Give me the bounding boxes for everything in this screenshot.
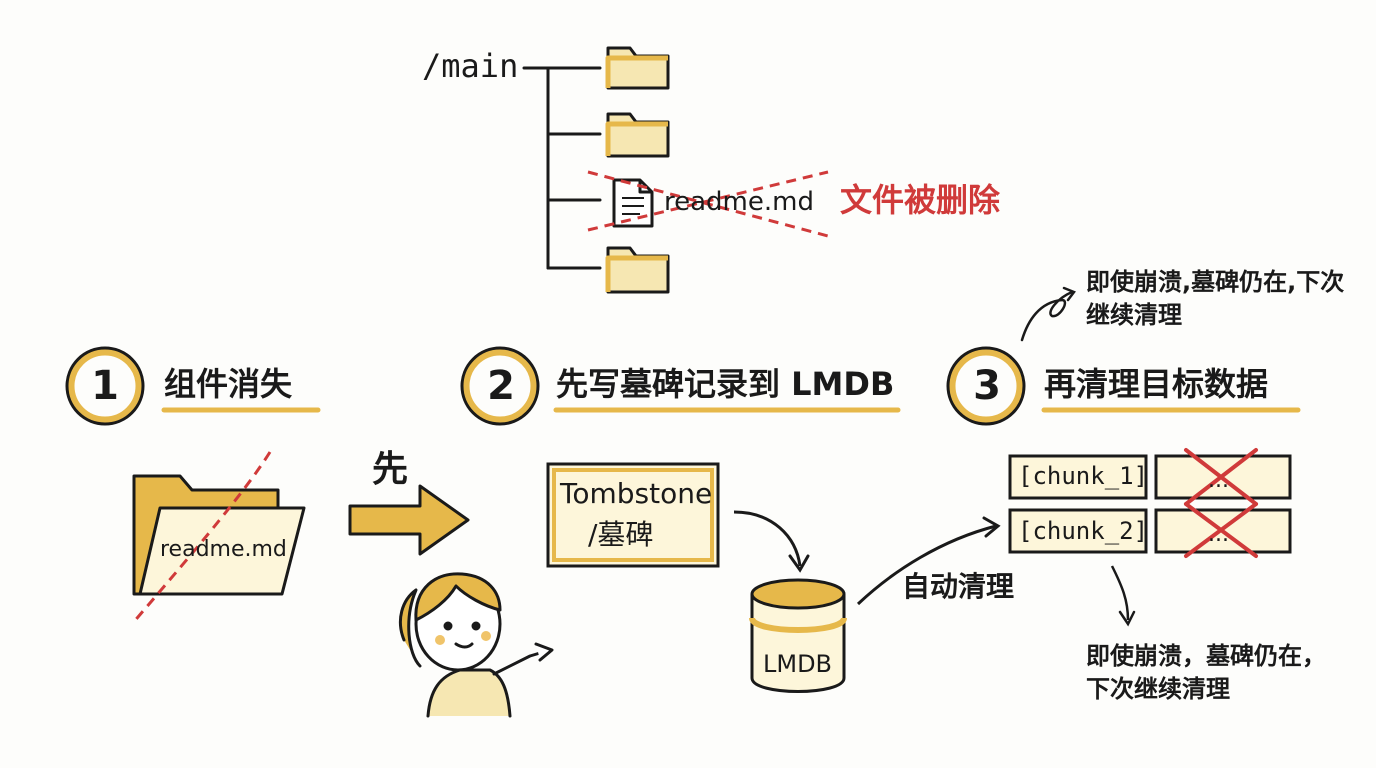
tombstone-box [546, 462, 720, 568]
note-bottom: 即使崩溃，墓碑仍在，下次继续清理 [1086, 642, 1326, 704]
database-label: LMDB [763, 650, 833, 678]
step-number-1: 1 [91, 363, 119, 409]
folder-file-label: readme.md [160, 537, 287, 562]
tree-folder-icon-1 [605, 46, 670, 90]
deleted-note: 文件被删除 [840, 181, 1001, 219]
first-arrow-label: 先 [372, 449, 409, 490]
chunk-label-1: [chunk_1] [1018, 462, 1149, 490]
file-icon [612, 178, 654, 228]
auto-clean-label: 自动清理 [902, 570, 1015, 603]
chunk-boxes [1008, 454, 1292, 554]
deleted-file-label: readme.md [664, 187, 814, 217]
step-title-1: 组件消失 [164, 365, 293, 403]
cleared-placeholder-1: ... [1208, 468, 1229, 493]
tree-root-label: /main [422, 47, 519, 85]
step-circles [65, 346, 1026, 426]
tombstone-label-zh: /墓碑 [588, 518, 654, 551]
step-number-2: 2 [487, 363, 515, 409]
chunk-clear-crosses [1184, 448, 1258, 558]
auto-clean-arrow [856, 524, 997, 606]
database-icon [749, 578, 847, 693]
delete-cross-lines [587, 170, 829, 238]
open-folder-icon [132, 474, 306, 596]
person-illustration [399, 572, 554, 718]
folder-delete-line [130, 451, 272, 625]
tree-folder-icon-3 [605, 246, 670, 294]
step-title-3: 再清理目标数据 [1044, 365, 1269, 403]
chunk-label-2: [chunk_2] [1018, 517, 1149, 545]
tombstone-arrow [733, 510, 802, 567]
note-arrow-top [1020, 290, 1074, 342]
step-number-3: 3 [973, 363, 1001, 409]
cleared-placeholder-2: ... [1208, 522, 1229, 547]
big-arrow [348, 484, 470, 556]
tombstone-label-en: Tombstone [560, 477, 713, 510]
tree-connectors [522, 66, 602, 270]
note-top: 即使崩溃,墓碑仍在,下次继续清理 [1086, 268, 1345, 330]
tree-folder-icon-2 [605, 112, 670, 158]
note-arrow-bottom [1110, 565, 1130, 621]
step-title-2: 先写墓碑记录到 LMDB [556, 365, 895, 403]
